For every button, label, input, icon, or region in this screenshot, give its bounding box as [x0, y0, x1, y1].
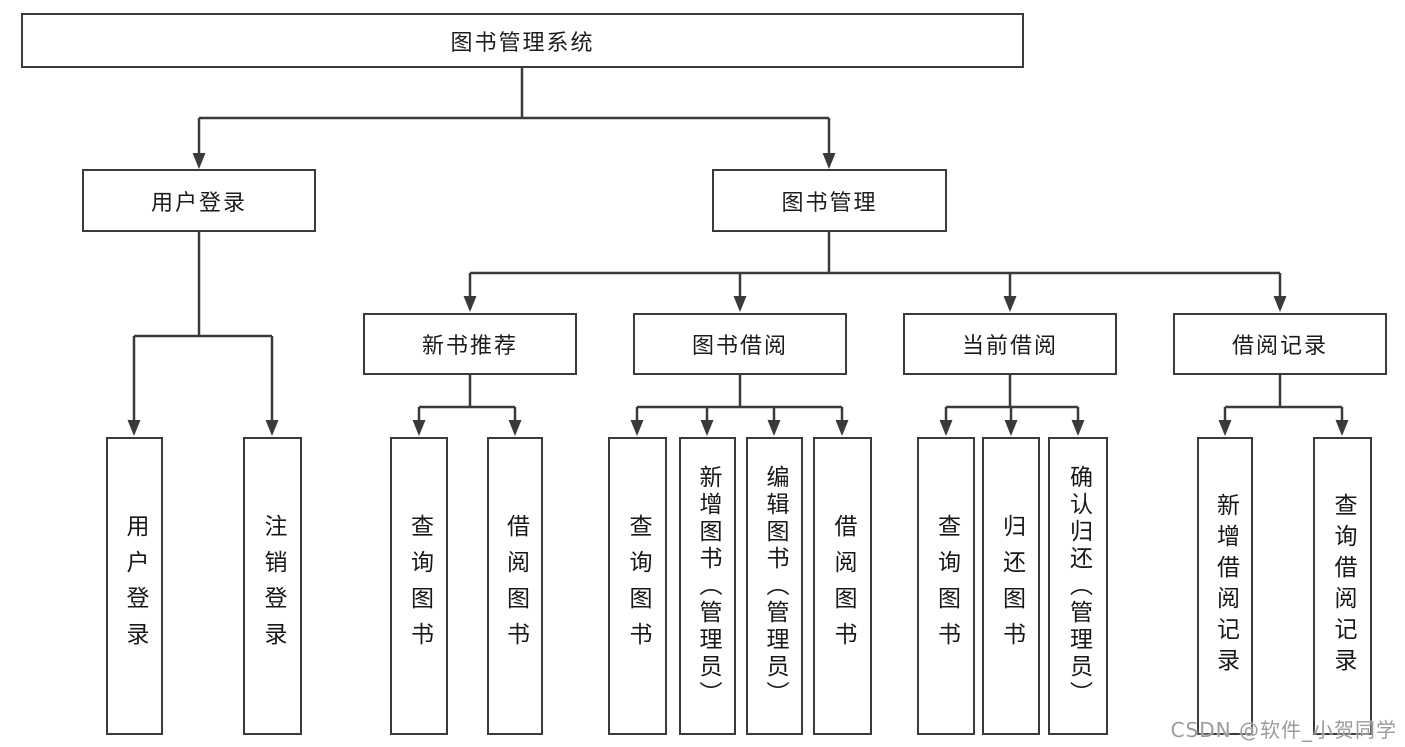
node-label: 编辑图书（管理员） [762, 464, 788, 708]
node-current-borrow: 当前借阅 [903, 313, 1117, 375]
node-label: 查询图书 [933, 514, 960, 658]
node-label: 新增借阅记录 [1212, 493, 1239, 679]
node-leaf-query-book-3: 查询图书 [917, 437, 975, 735]
node-label: 新增图书（管理员） [695, 464, 721, 708]
node-label: 查询借阅记录 [1330, 493, 1356, 679]
node-book-management: 图书管理 [712, 169, 947, 232]
node-root-system: 图书管理系统 [21, 13, 1024, 68]
node-leaf-logout: 注销登录 [243, 437, 302, 735]
node-label: 注销登录 [260, 514, 286, 658]
csdn-watermark: CSDN @软件_小贺同学 [1170, 718, 1397, 742]
node-label: 归还图书 [998, 514, 1025, 658]
node-borrow-records: 借阅记录 [1173, 313, 1387, 375]
node-label: 借阅图书 [502, 514, 529, 658]
node-leaf-query-book-1: 查询图书 [390, 437, 448, 735]
node-label: 借阅图书 [830, 514, 856, 658]
node-leaf-user-login: 用户登录 [106, 437, 163, 735]
node-label: 确认归还（管理员） [1065, 464, 1092, 708]
connector-newbook-trunk [419, 373, 515, 409]
connector-userlogin-trunk [134, 230, 272, 338]
node-leaf-add-borrow-record: 新增借阅记录 [1197, 437, 1253, 735]
node-leaf-query-borrow-record: 查询借阅记录 [1313, 437, 1372, 735]
node-label: 图书管理 [781, 190, 878, 216]
node-label: 查询图书 [406, 514, 433, 658]
node-leaf-borrow-book-1: 借阅图书 [487, 437, 543, 735]
node-leaf-query-book-2: 查询图书 [608, 437, 667, 735]
node-label: 新书推荐 [421, 334, 518, 359]
connector-records-trunk [1225, 373, 1342, 409]
connector-bookmgmt-trunk [470, 230, 1280, 275]
node-label: 用户登录 [150, 190, 247, 216]
node-label: 用户登录 [122, 514, 148, 658]
connector-bookborrow-trunk [637, 373, 842, 409]
node-label: 查询图书 [625, 514, 651, 658]
node-user-login: 用户登录 [82, 169, 316, 232]
node-leaf-confirm-return-admin: 确认归还（管理员） [1048, 437, 1108, 735]
connector-currentborrow-trunk [946, 373, 1078, 409]
node-label: 当前借阅 [961, 334, 1058, 359]
node-leaf-edit-book-admin: 编辑图书（管理员） [746, 437, 803, 735]
node-book-borrow: 图书借阅 [633, 313, 847, 375]
node-label: 借阅记录 [1231, 334, 1328, 359]
node-leaf-add-book-admin: 新增图书（管理员） [679, 437, 736, 735]
node-new-book-recommend: 新书推荐 [363, 313, 577, 375]
node-leaf-borrow-book-2: 借阅图书 [813, 437, 872, 735]
node-label: 图书借阅 [691, 334, 788, 359]
connector-root-trunk [199, 66, 829, 120]
node-leaf-return-book: 归还图书 [982, 437, 1040, 735]
node-label: 图书管理系统 [450, 30, 595, 56]
